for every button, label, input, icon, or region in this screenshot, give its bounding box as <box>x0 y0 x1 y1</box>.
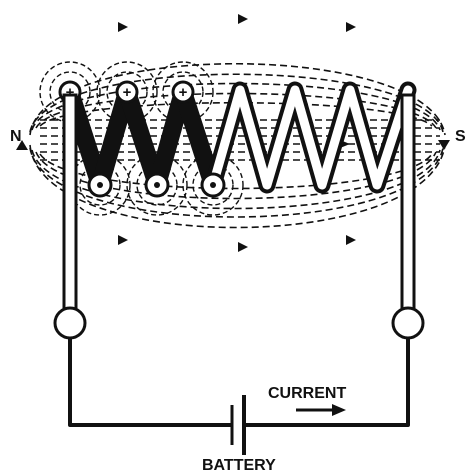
left-terminal <box>53 306 87 340</box>
plus-sign-3: + <box>179 84 188 101</box>
current-label: CURRENT <box>268 385 346 402</box>
plus-sign-2: + <box>123 84 132 101</box>
coil-windings <box>204 81 417 194</box>
battery-label: BATTERY <box>202 457 276 474</box>
plus-sign-1: + <box>66 84 75 101</box>
field-loops-conductors <box>39 61 244 216</box>
north-pole-label: N <box>10 128 22 145</box>
circuit-wire <box>68 338 410 427</box>
south-pole-label: S <box>455 128 466 145</box>
lead-wires <box>53 93 425 340</box>
right-terminal <box>391 306 425 340</box>
wire-end-dot-icon <box>87 172 226 198</box>
battery-icon <box>230 395 246 455</box>
coil-cutaway <box>61 83 222 194</box>
current-direction-arrow-icon <box>296 404 346 416</box>
